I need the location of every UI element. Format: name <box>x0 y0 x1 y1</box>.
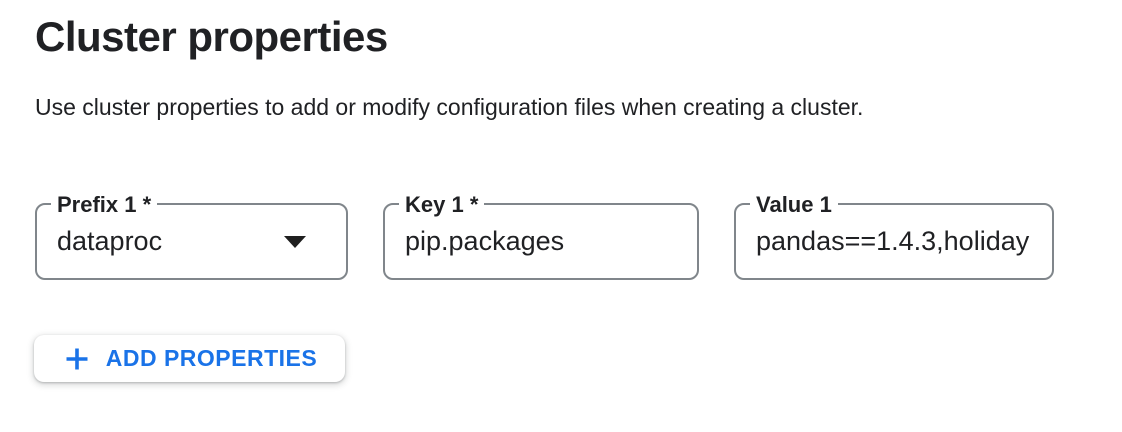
value-field: Value 1 <box>734 192 1054 280</box>
prefix-select[interactable]: Prefix 1 * dataproc <box>35 192 348 280</box>
prefix-selected-value: dataproc <box>57 226 163 256</box>
page-title: Cluster properties <box>35 13 388 60</box>
key-label: Key 1 * <box>399 192 485 218</box>
property-row: Prefix 1 * dataproc Key 1 * Value 1 <box>35 192 1054 280</box>
prefix-label: Prefix 1 * <box>51 192 158 218</box>
add-properties-label: ADD PROPERTIES <box>105 345 318 371</box>
section-description: Use cluster properties to add or modify … <box>35 94 864 120</box>
dropdown-arrow-icon[interactable] <box>284 235 306 248</box>
plus-icon <box>66 348 88 369</box>
key-field: Key 1 * <box>383 192 699 280</box>
add-properties-button[interactable]: ADD PROPERTIES <box>34 335 345 382</box>
value-label: Value 1 <box>750 192 838 218</box>
